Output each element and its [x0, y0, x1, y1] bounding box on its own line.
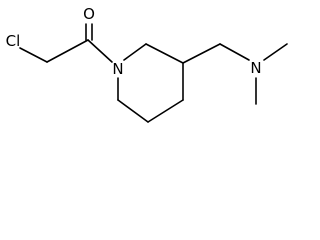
bond-ring-n-c2	[123, 43, 147, 61]
chemical-structure-diagram: Cl O N N	[6, 5, 288, 123]
atom-amine-nitrogen-label: N	[250, 59, 261, 77]
atom-labels: Cl O N N	[6, 5, 262, 78]
bond-ring-c5-c6	[117, 99, 149, 123]
bond-ring-c2-c3	[145, 43, 184, 64]
bonds	[19, 23, 288, 123]
bond-cl-ch2	[19, 47, 48, 63]
atom-ring-nitrogen-label: N	[112, 60, 123, 78]
atom-oxygen-label: O	[83, 5, 95, 23]
atom-chlorine-label: Cl	[6, 32, 21, 50]
bond-ring-c3-methylene	[182, 43, 221, 64]
bond-carbonyl-ring-nitrogen	[87, 39, 113, 63]
bond-ch2-carbonyl	[46, 39, 89, 63]
bond-methylene-amine-nitrogen	[219, 43, 250, 61]
bond-ring-c4-c5	[147, 99, 184, 123]
bond-amine-methyl-upper	[263, 43, 288, 61]
